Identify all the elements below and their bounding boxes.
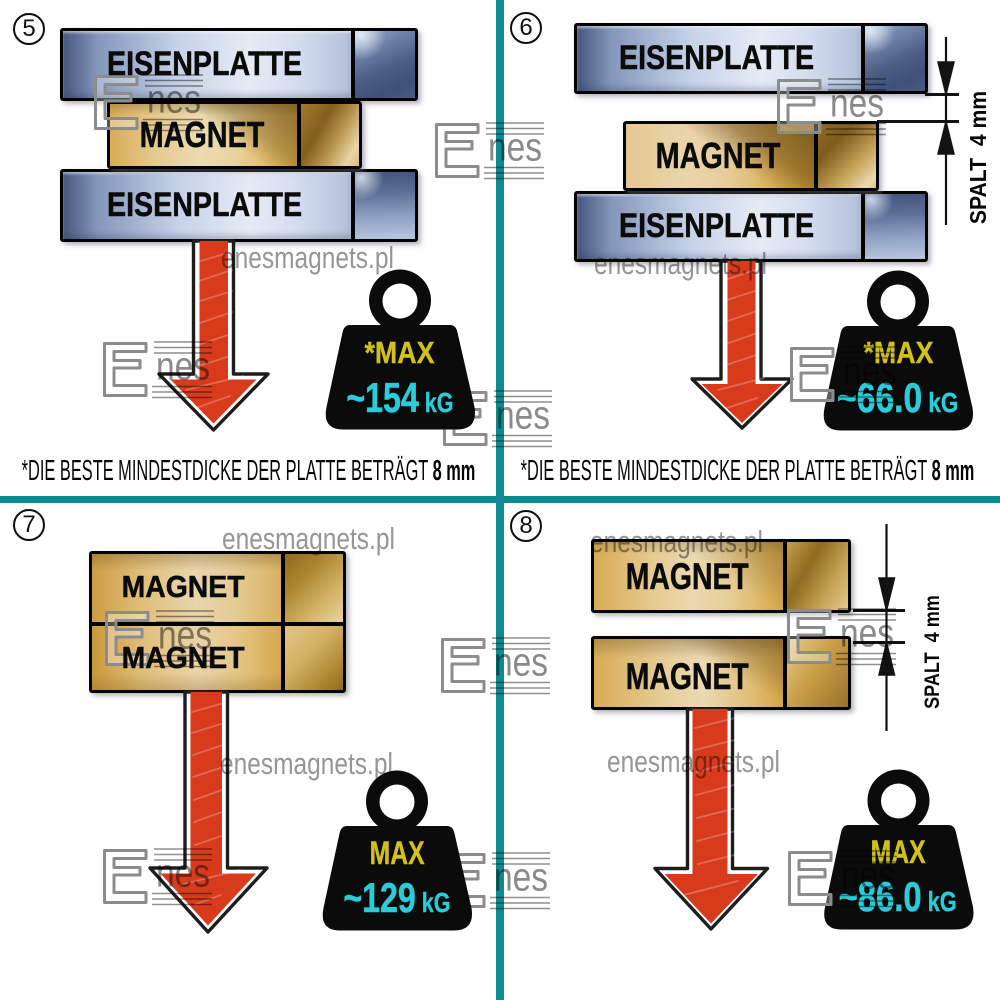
svg-text:nes: nes	[494, 856, 548, 900]
svg-text:nes: nes	[147, 78, 201, 122]
svg-text:nes: nes	[158, 614, 212, 658]
svg-text:nes: nes	[830, 82, 884, 126]
svg-text:nes: nes	[843, 350, 897, 394]
svg-text:nes: nes	[156, 852, 210, 896]
svg-text:nes: nes	[840, 612, 894, 656]
svg-text:nes: nes	[156, 345, 210, 389]
svg-text:nes: nes	[496, 394, 550, 438]
svg-text:nes: nes	[488, 126, 542, 170]
svg-text:nes: nes	[494, 641, 548, 685]
svg-text:nes: nes	[841, 854, 895, 898]
